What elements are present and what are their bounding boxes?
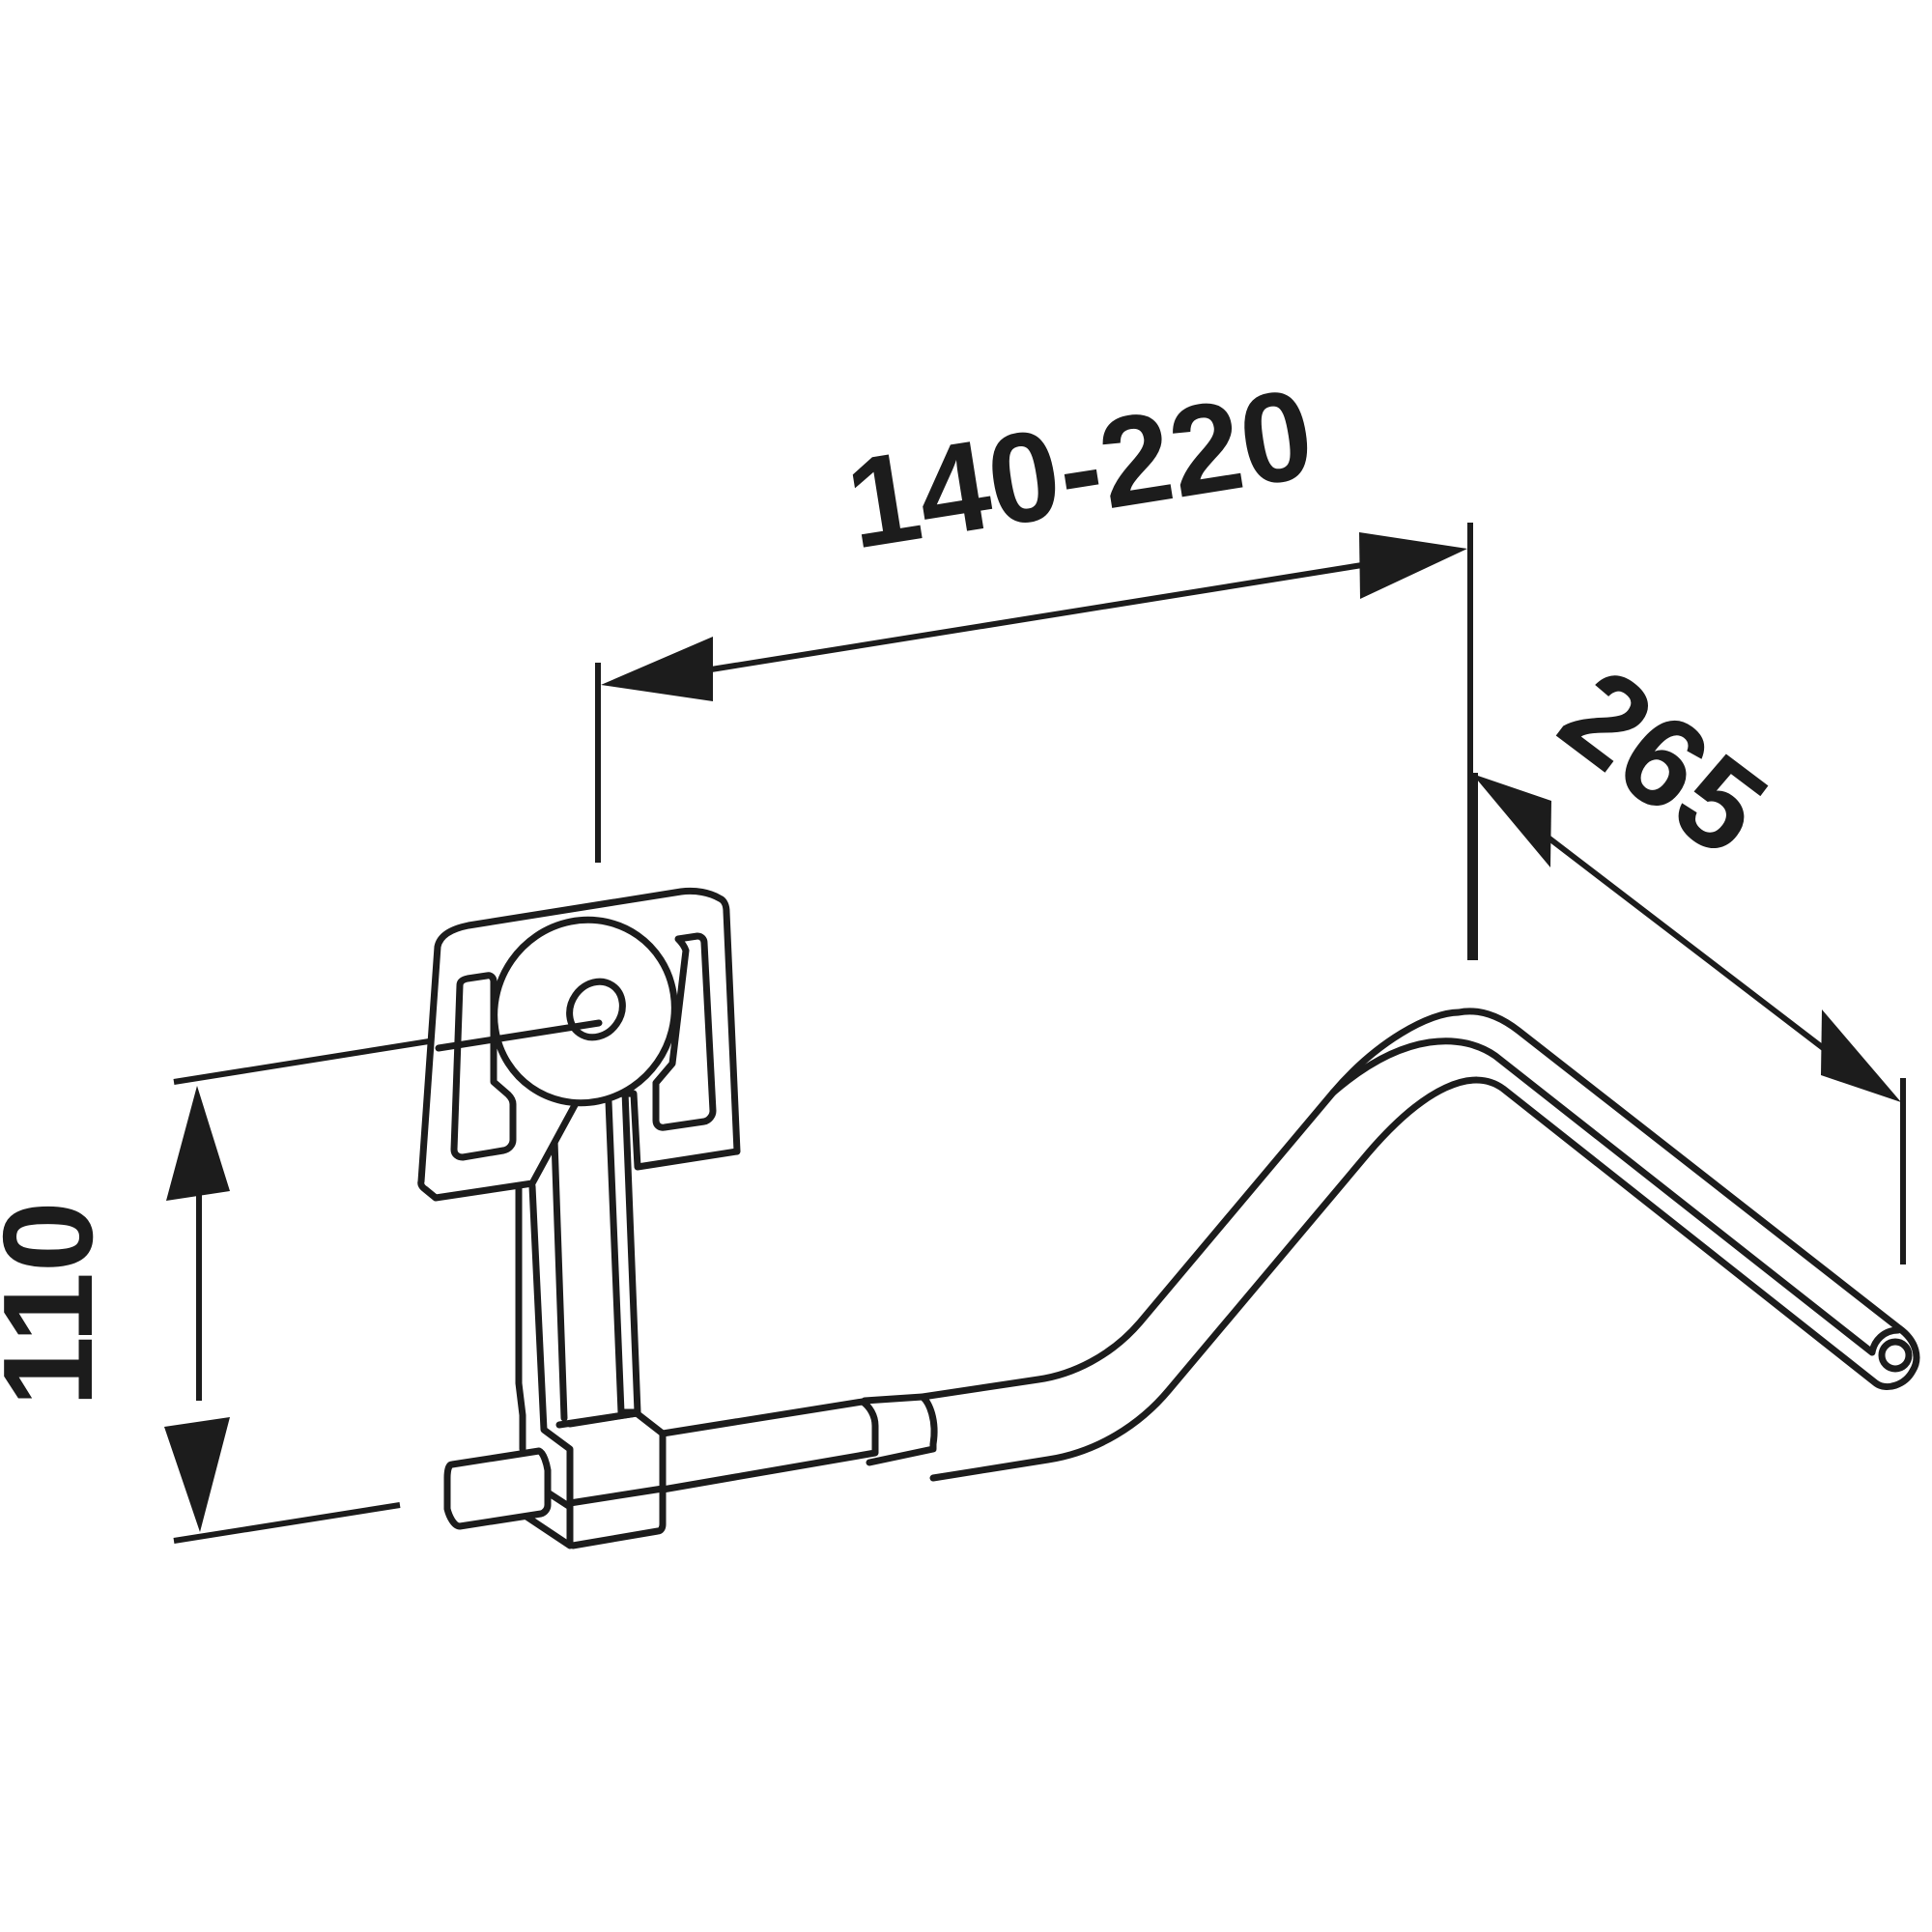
lower-slip-nut (566, 1409, 667, 1549)
connector-sleeve (443, 1447, 552, 1530)
connector-tail (523, 1489, 574, 1549)
drain-outlet-icon (417, 887, 741, 1202)
pipe-end-opening (1878, 1338, 1913, 1373)
arrowhead-height-bottom (164, 1417, 230, 1532)
center-axis-line (435, 1019, 603, 1052)
extension-line-height-bottom (173, 1502, 401, 1544)
pipe-joint (861, 1393, 938, 1466)
siphon-pipe-icon (861, 1008, 1920, 1482)
pipe-inner-edge (1329, 1037, 1902, 1356)
flange-clip-left (450, 972, 517, 1161)
tube-collar (555, 1409, 640, 1429)
dimension-line-depth (1544, 833, 1828, 1053)
width-label: 140-220 (838, 362, 1321, 576)
depth-label: 265 (1536, 641, 1791, 883)
flange-clip-right (652, 932, 717, 1131)
dimension-depth: 265 (1472, 641, 1906, 1264)
vertical-tube-mid (528, 1182, 574, 1461)
arrowhead-depth-bottom (1821, 1009, 1901, 1102)
arrowhead-height-top (166, 1086, 230, 1201)
vertical-tube-left (515, 1184, 526, 1453)
dimension-line-width (704, 562, 1363, 673)
arrowhead-left (601, 637, 713, 701)
outlet-tube (566, 1398, 879, 1507)
height-label: 110 (0, 1202, 119, 1407)
pipe-outer-edge (919, 1008, 1920, 1482)
dimension-width: 140-220 (595, 362, 1473, 960)
dimension-height: 110 (0, 1011, 600, 1544)
arrowhead-right (1359, 532, 1467, 599)
arrowhead-depth-top (1472, 774, 1551, 867)
